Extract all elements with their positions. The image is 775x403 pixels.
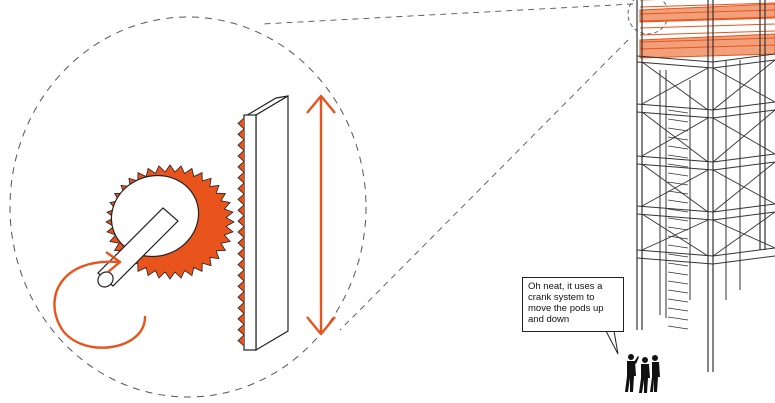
tower-member	[636, 155, 714, 163]
crank-shaft	[97, 207, 179, 288]
tower-member	[667, 208, 689, 213]
rack-teeth	[237, 117, 245, 347]
tower-member	[641, 117, 709, 157]
tower-member	[712, 211, 775, 221]
callout-pointer	[605, 330, 619, 355]
tower-member	[667, 154, 689, 159]
tower-member	[667, 298, 689, 303]
tower-member	[712, 53, 775, 63]
tower-member	[712, 59, 775, 111]
tower-member	[667, 172, 689, 177]
tower-member	[636, 103, 714, 111]
rack-teeth-strip	[237, 117, 245, 347]
speech-callout: Oh neat, it uses a crank system to move …	[522, 277, 624, 332]
visitor-silhouettes	[625, 354, 660, 393]
tower-member	[641, 67, 709, 105]
tower-member	[667, 289, 689, 294]
tower-member	[712, 211, 775, 257]
tower-member	[712, 161, 775, 213]
tower-member	[667, 235, 689, 240]
tower-member	[712, 101, 775, 111]
tower-member	[712, 153, 775, 163]
tower-member	[667, 253, 689, 258]
tower-member	[712, 247, 775, 257]
orange-double-arrow	[306, 94, 336, 336]
tower-member	[667, 325, 689, 330]
tower-member	[667, 244, 689, 249]
tower-member	[712, 109, 775, 119]
tower-member	[667, 280, 689, 285]
lattice-tower	[636, 0, 775, 372]
tower-member	[712, 255, 775, 265]
tower-member	[667, 316, 689, 321]
tower-member	[712, 109, 775, 163]
tower-member	[636, 163, 714, 171]
tower-member	[667, 190, 689, 195]
tower-member	[667, 127, 689, 132]
tower-member	[636, 111, 714, 119]
toothed-rack-bar	[237, 94, 289, 352]
callout-text: Oh neat, it uses a crank system to move …	[528, 281, 604, 325]
detail-circle	[9, 16, 367, 398]
tower-member	[667, 181, 689, 186]
tower-member	[667, 307, 689, 312]
tower-member	[641, 219, 709, 251]
tower-member	[667, 217, 689, 222]
tower-member	[636, 257, 714, 265]
tower-member	[667, 163, 689, 168]
tower-member	[667, 118, 689, 123]
zoom-guide-lines	[261, 3, 634, 331]
tower-member	[636, 249, 714, 257]
tower-member	[667, 199, 689, 204]
tower-member	[667, 136, 689, 141]
tower-member	[636, 213, 714, 221]
tower-member	[712, 161, 775, 171]
tower-member	[667, 226, 689, 231]
tower-member	[636, 55, 714, 63]
tower-member	[667, 262, 689, 267]
tower-member	[667, 109, 689, 114]
tower-member	[712, 203, 775, 213]
tower-member	[712, 59, 775, 69]
tower-member	[636, 61, 714, 69]
tower-member	[641, 169, 709, 207]
tower-member	[667, 145, 689, 150]
orange-circular-arrow	[53, 251, 147, 349]
tower-member	[667, 271, 689, 276]
tower-member	[636, 205, 714, 213]
